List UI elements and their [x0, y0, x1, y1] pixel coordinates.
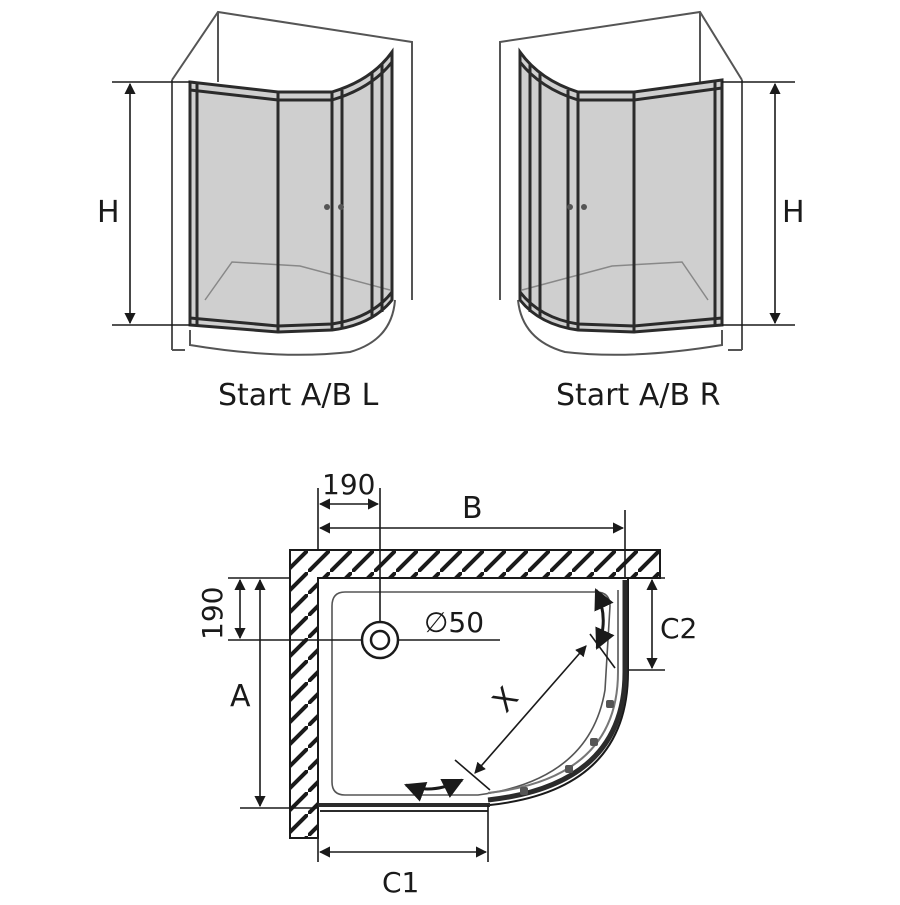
- left-caption: Start A/B L: [218, 378, 379, 413]
- depth-label: A: [230, 679, 251, 714]
- right-view: H Start A/B R: [499, 10, 805, 413]
- right-glass: [518, 47, 724, 334]
- right-door-knob-icon-2: [581, 204, 587, 210]
- right-caption: Start A/B R: [556, 378, 720, 413]
- right-wall-back: [499, 10, 743, 351]
- left-door-knob-icon-2: [338, 204, 344, 210]
- left-height-label: H: [97, 195, 120, 230]
- right-frame: [518, 52, 724, 332]
- drain-label: ∅50: [424, 606, 484, 639]
- dim-depth-a: [240, 578, 318, 809]
- left-door-knob-icon: [324, 204, 330, 210]
- dim-side-c1: [317, 805, 489, 862]
- dim-offset-left: [228, 577, 362, 641]
- side-c2-label: C2: [660, 612, 697, 645]
- dim-width-b: [318, 510, 626, 578]
- left-frame: [188, 52, 394, 332]
- offset-left-label: 190: [196, 587, 229, 640]
- door-swing-arrow-top: [594, 588, 615, 650]
- dim-offset-top: [317, 488, 381, 622]
- width-label: B: [462, 491, 483, 526]
- left-tray: [189, 299, 396, 356]
- right-height-label: H: [782, 195, 805, 230]
- door-swing-arrow-bottom: [404, 778, 464, 802]
- left-view: H Start A/B L: [97, 10, 413, 413]
- side-c1-label: C1: [382, 866, 419, 899]
- dim-door-x: [454, 633, 616, 791]
- offset-top-label: 190: [322, 468, 375, 501]
- right-height-dimension: [722, 81, 795, 326]
- plan-view: ∅50 190 B 190 A: [196, 468, 697, 899]
- right-tray: [517, 299, 723, 356]
- left-wall-back: [171, 10, 413, 351]
- left-height-dimension: [112, 81, 190, 326]
- left-floor: [204, 261, 391, 301]
- dim-side-c2: [628, 577, 665, 671]
- right-door-knob-icon: [567, 204, 573, 210]
